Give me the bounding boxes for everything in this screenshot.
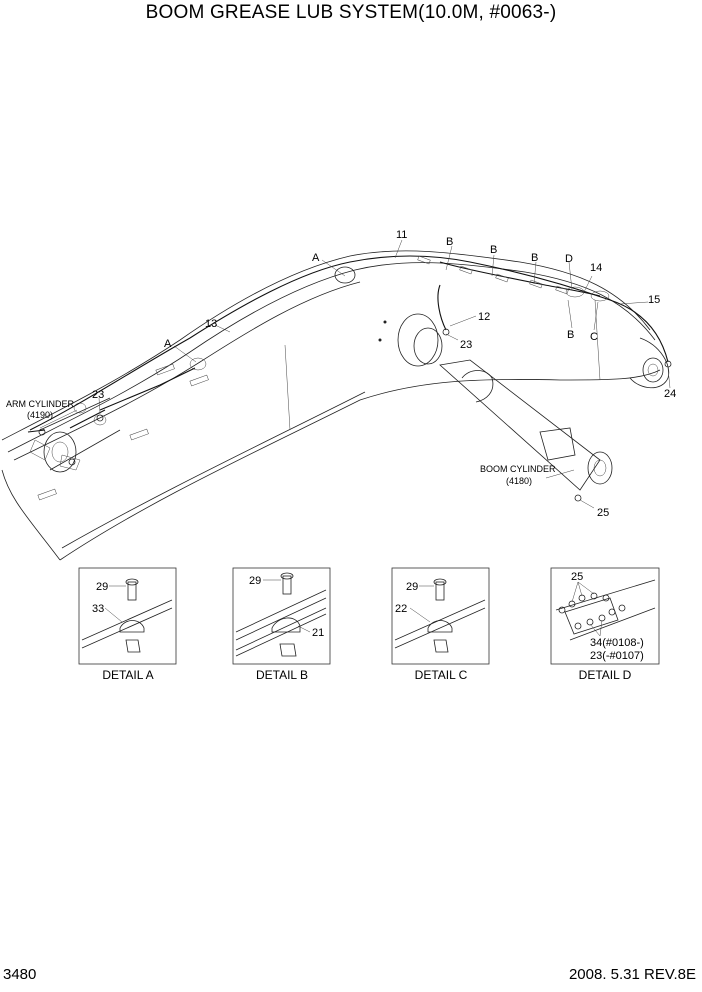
detail-a-drawing: 29 33 [78, 567, 177, 665]
detail-a-caption: DETAIL A [102, 668, 154, 682]
callouts: 11 B B B D 14 15 A 13 12 23 B C 24 A 23 … [6, 229, 676, 519]
callout-12: 12 [478, 311, 490, 323]
detail-b-callout-21: 21 [312, 627, 324, 639]
arm-cylinder-code: (4190) [27, 410, 53, 420]
callout-14: 14 [590, 262, 602, 274]
callout-b-1: B [446, 236, 453, 248]
callout-13: 13 [205, 318, 217, 330]
detail-c-callout-22: 22 [395, 603, 407, 615]
callout-a-1: A [312, 252, 320, 264]
callout-25: 25 [597, 507, 609, 519]
grease-hoses [27, 255, 669, 433]
callout-15: 15 [648, 294, 660, 306]
detail-a-callout-33: 33 [92, 603, 104, 615]
boom-cylinder [439, 359, 613, 502]
detail-c-callout-29: 29 [406, 581, 418, 593]
detail-d-caption: DETAIL D [578, 668, 632, 682]
detail-c-drawing: 29 22 [391, 567, 490, 665]
boom-body [1, 250, 670, 561]
callout-b-4: B [567, 329, 574, 341]
boom-cylinder-code: (4180) [506, 476, 532, 486]
callout-b-2: B [490, 244, 497, 256]
callout-23-a: 23 [460, 339, 472, 351]
callout-24: 24 [664, 388, 676, 400]
arm-cylinder-label: ARM CYLINDER [6, 399, 75, 409]
hose-clamps [417, 255, 672, 368]
boom-cylinder-label: BOOM CYLINDER [480, 464, 556, 474]
callout-a-2: A [164, 338, 172, 350]
callout-23-b: 23 [92, 389, 104, 401]
detail-c-caption: DETAIL C [414, 668, 468, 682]
detail-d-callout-34: 34(#0108-) [590, 637, 644, 649]
detail-d-drawing: 25 34(#0108-) 23(-#0107) [550, 567, 660, 665]
detail-a-callout-29: 29 [96, 581, 108, 593]
page-number: 3480 [3, 966, 37, 983]
leader-lines [39, 239, 671, 509]
arm-cylinder-fittings [29, 414, 104, 471]
callout-b-3: B [531, 252, 538, 264]
callout-11: 11 [396, 229, 407, 241]
detail-b-caption: DETAIL B [255, 668, 308, 682]
callout-c: C [590, 331, 598, 343]
date-revision: 2008. 5.31 REV.8E [568, 966, 696, 983]
page-title: BOOM GREASE LUB SYSTEM(10.0M, #0063-) [145, 2, 557, 23]
detail-d-callout-25: 25 [571, 571, 583, 583]
callout-d: D [565, 253, 573, 265]
detail-d-callout-23: 23(-#0107) [590, 650, 644, 662]
detail-b-callout-29: 29 [249, 575, 261, 587]
detail-b-drawing: 29 21 [232, 567, 331, 665]
grease-nipples [558, 592, 626, 630]
